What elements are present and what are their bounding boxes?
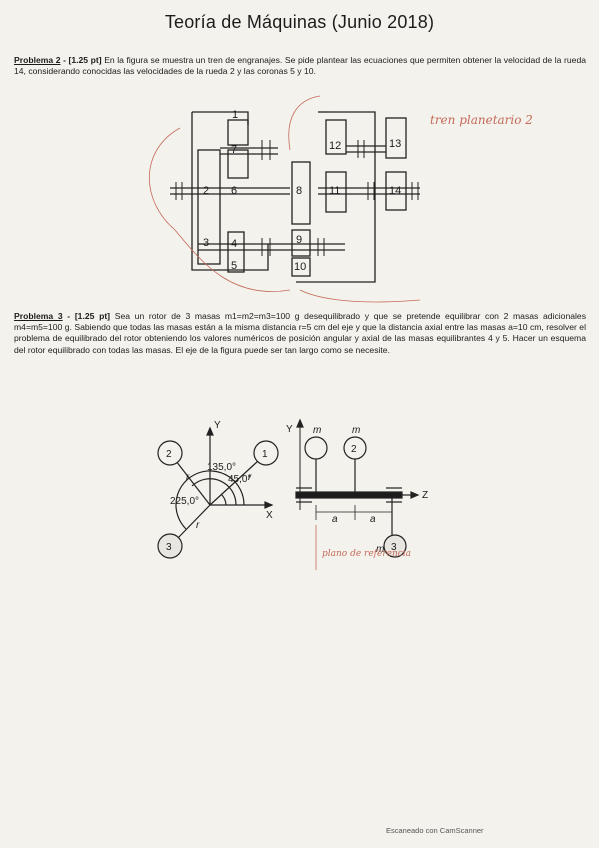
gear-label-13: 13	[389, 138, 401, 150]
gear-label-2: 2	[203, 185, 209, 197]
gear-label-10: 10	[294, 261, 306, 273]
gear-label-11: 11	[329, 185, 340, 197]
problem-3-text: Sea un rotor de 3 masas m1=m2=m3=100 g d…	[14, 311, 586, 355]
axis-x-label: X	[266, 510, 273, 521]
gear-train-note: tren planetario 2	[430, 113, 533, 127]
gear-label-14: 14	[389, 185, 401, 197]
mass-label-1: 1	[262, 449, 268, 460]
gear-label-8: 8	[296, 185, 302, 197]
radius-label-1: r	[248, 472, 252, 483]
scanner-watermark: Escaneado con CamScanner	[386, 826, 484, 835]
axis-y-label: Y	[214, 420, 221, 431]
side-mass-label-2: 2	[351, 444, 357, 455]
problem-2-text: En la figura se muestra un tren de engra…	[14, 55, 587, 77]
side-m-label-2: m	[352, 425, 360, 436]
gear-label-3: 3	[203, 237, 209, 249]
gear-label-12: 12	[329, 140, 341, 152]
angle-45-label: 45,0°	[228, 474, 251, 485]
angle-225-label: 225,0°	[170, 496, 199, 507]
gear-label-9: 9	[296, 234, 302, 246]
gear-label-7: 7	[231, 144, 237, 156]
problem-3-statement: Problema 3 - [1.25 pt] Sea un rotor de 3…	[14, 311, 586, 355]
radius-label-2: r	[186, 472, 190, 483]
side-mass-label-3: 3	[391, 542, 397, 553]
side-m-label-1: m	[313, 425, 321, 436]
mass-label-2: 2	[166, 449, 172, 460]
dim-a-label-2: a	[370, 514, 376, 525]
mass-label-3: 3	[166, 542, 172, 553]
problem-2-statement: Problema 2 - [1.25 pt] En la figura se m…	[14, 55, 587, 77]
angle-135-label: 135,0°	[207, 462, 236, 473]
problem-2-heading: Problema 2	[14, 55, 61, 65]
gear-label-5: 5	[231, 260, 237, 272]
problem-2-points: [1.25 pt]	[68, 55, 102, 65]
problem-3-heading: Problema 3	[14, 311, 63, 321]
page-title: Teoría de Máquinas (Junio 2018)	[164, 12, 435, 32]
gear-label-4: 4	[231, 238, 237, 250]
reference-plane-note: plano de referencia	[322, 549, 411, 559]
gear-label-1: 1	[232, 109, 238, 121]
side-m-label-3: m	[376, 544, 384, 555]
dim-a-label-1: a	[332, 514, 338, 525]
axis-y-side-label: Y	[286, 424, 293, 435]
radius-label-3: r	[196, 520, 200, 531]
gear-label-6: 6	[231, 185, 237, 197]
axis-z-label: Z	[422, 490, 428, 501]
problem-3-points: [1.25 pt]	[74, 311, 111, 321]
